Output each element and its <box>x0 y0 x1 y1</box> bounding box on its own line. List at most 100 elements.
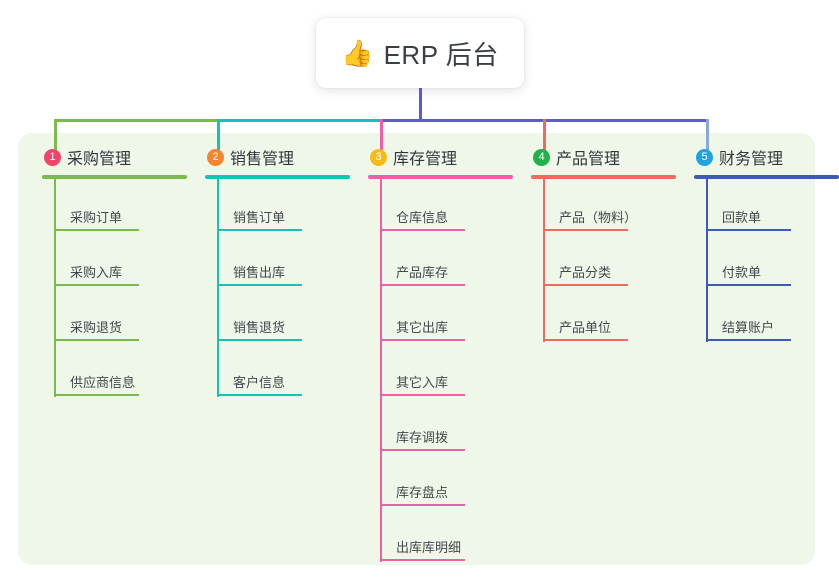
root-node-erp-backend[interactable]: 👍 ERP 后台 <box>316 18 524 88</box>
branch-column-1: 1 采购管理采购订单采购入库采购退货供应商信息 <box>42 145 187 403</box>
branch-spine <box>54 179 56 397</box>
branch-item[interactable]: 产品单位 <box>531 293 676 348</box>
branch-item[interactable]: 销售订单 <box>205 183 350 238</box>
root-node-title: ERP 后台 <box>383 39 499 70</box>
branch-underline <box>368 175 513 179</box>
branch-stem-connector-2 <box>217 119 220 152</box>
branch-item[interactable]: 采购退货 <box>42 293 187 348</box>
branch-item-list: 产品（物料） 产品分类产品单位 <box>531 179 676 348</box>
branch-item-label: 供应商信息 <box>70 375 136 390</box>
branch-item-label: 出库库明细 <box>396 540 462 555</box>
branch-title: 采购管理 <box>67 151 132 168</box>
branch-item-label: 付款单 <box>722 265 762 280</box>
branch-item[interactable]: 销售退货 <box>205 293 350 348</box>
branch-item-underline <box>706 229 791 231</box>
branch-number-badge: 1 <box>44 148 61 166</box>
branch-item-underline <box>706 339 791 341</box>
branch-item[interactable]: 客户信息 <box>205 348 350 403</box>
branch-item[interactable]: 仓库信息 <box>368 183 513 238</box>
branch-item-label: 回款单 <box>722 210 762 225</box>
branch-header-2[interactable]: 2 销售管理 <box>205 145 350 169</box>
branch-item-underline <box>380 229 465 231</box>
branch-item[interactable]: 回款单 <box>694 183 839 238</box>
branch-item-underline <box>543 339 628 341</box>
branch-item-underline <box>54 229 139 231</box>
branch-item-underline <box>54 339 139 341</box>
branch-stem-connector-3 <box>380 119 383 152</box>
branch-item-underline <box>54 284 139 286</box>
branch-item-list: 销售订单销售出库销售退货客户信息 <box>205 179 350 403</box>
branch-item[interactable]: 销售出库 <box>205 238 350 293</box>
branch-item-label: 结算账户 <box>722 320 775 335</box>
branch-item[interactable]: 采购订单 <box>42 183 187 238</box>
branch-item-label: 客户信息 <box>233 375 286 390</box>
branch-item-underline <box>217 229 302 231</box>
bus-segment-green <box>54 119 217 122</box>
branch-item-underline <box>217 284 302 286</box>
branch-item-underline <box>380 449 465 451</box>
branch-item-label: 库存调拨 <box>396 430 449 445</box>
thumbs-up-icon: 👍 <box>341 38 374 68</box>
branch-number-badge: 3 <box>370 148 387 166</box>
branch-item-label: 产品单位 <box>559 320 612 335</box>
branch-item-label: 产品（物料） <box>559 210 638 225</box>
branch-item-label: 其它入库 <box>396 375 449 390</box>
branch-item[interactable]: 结算账户 <box>694 293 839 348</box>
branch-number-badge: 5 <box>696 148 713 166</box>
branch-item[interactable]: 出库库明细 <box>368 513 513 568</box>
branch-title: 产品管理 <box>556 151 621 168</box>
branch-column-3: 3 库存管理仓库信息产品库存其它出库其它入库库存调拨库存盘点出库库明细 <box>368 145 513 568</box>
branch-stem-connector-5 <box>706 119 709 152</box>
bus-segment-teal <box>217 119 380 122</box>
branch-item[interactable]: 库存盘点 <box>368 458 513 513</box>
diagram-background-panel <box>18 133 815 565</box>
branch-header-1[interactable]: 1 采购管理 <box>42 145 187 169</box>
branch-item[interactable]: 其它出库 <box>368 293 513 348</box>
branch-header-3[interactable]: 3 库存管理 <box>368 145 513 169</box>
branch-item-label: 销售订单 <box>233 210 286 225</box>
branch-item-underline <box>380 339 465 341</box>
branch-item-label: 仓库信息 <box>396 210 449 225</box>
branch-number-badge: 2 <box>207 148 224 166</box>
branch-item-label: 采购订单 <box>70 210 123 225</box>
branch-item-underline <box>380 394 465 396</box>
branch-header-5[interactable]: 5 财务管理 <box>694 145 839 169</box>
branch-title: 销售管理 <box>230 151 295 168</box>
branch-item-list: 回款单付款单结算账户 <box>694 179 839 348</box>
branch-item-label: 销售退货 <box>233 320 286 335</box>
branch-item[interactable]: 产品（物料） <box>531 183 676 238</box>
branch-item-label: 产品分类 <box>559 265 612 280</box>
branch-item-underline <box>217 394 302 396</box>
branch-item[interactable]: 产品分类 <box>531 238 676 293</box>
branch-item-label: 产品库存 <box>396 265 449 280</box>
branch-underline <box>531 175 676 179</box>
branch-item-underline <box>217 339 302 341</box>
branch-item-underline <box>543 284 628 286</box>
branch-item-label: 其它出库 <box>396 320 449 335</box>
branch-column-5: 5 财务管理回款单付款单结算账户 <box>694 145 839 348</box>
branch-item-label: 销售出库 <box>233 265 286 280</box>
branch-item-underline <box>543 229 628 231</box>
branch-title: 库存管理 <box>393 151 458 168</box>
branch-item[interactable]: 库存调拨 <box>368 403 513 458</box>
branch-underline <box>694 175 839 179</box>
root-stem-connector <box>419 88 422 122</box>
branch-spine <box>217 179 219 397</box>
branch-item[interactable]: 付款单 <box>694 238 839 293</box>
branch-item[interactable]: 产品库存 <box>368 238 513 293</box>
branch-item-list: 采购订单采购入库采购退货供应商信息 <box>42 179 187 403</box>
branch-item[interactable]: 其它入库 <box>368 348 513 403</box>
branch-item-underline <box>380 504 465 506</box>
branch-item-underline <box>380 559 465 561</box>
branch-column-2: 2 销售管理销售订单销售出库销售退货客户信息 <box>205 145 350 403</box>
branch-title: 财务管理 <box>719 151 784 168</box>
branch-spine <box>380 179 382 562</box>
branch-spine <box>543 179 545 342</box>
branch-item[interactable]: 供应商信息 <box>42 348 187 403</box>
branch-item-underline <box>706 284 791 286</box>
branch-item-label: 采购入库 <box>70 265 123 280</box>
branch-item[interactable]: 采购入库 <box>42 238 187 293</box>
